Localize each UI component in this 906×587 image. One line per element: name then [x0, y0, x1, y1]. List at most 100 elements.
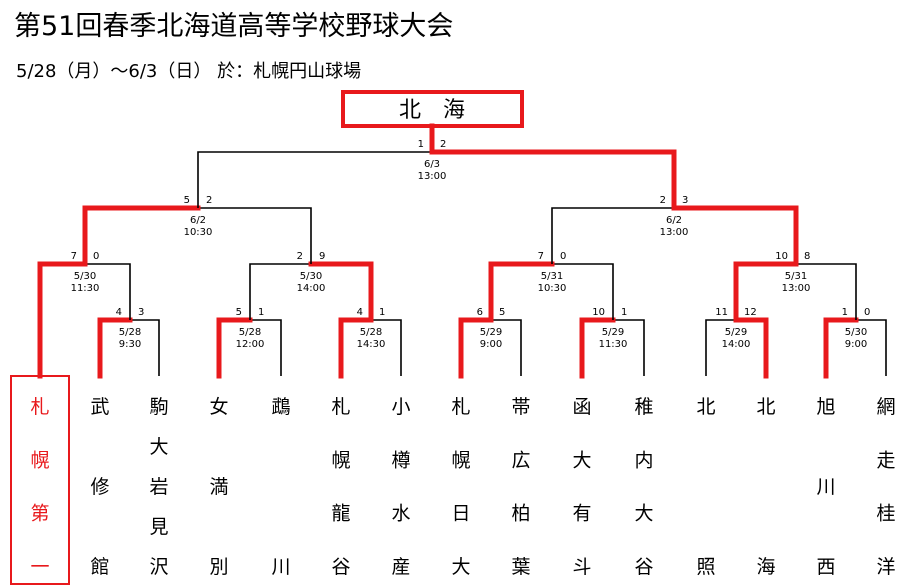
team-name-char: 満	[209, 476, 228, 498]
score-left: 7	[538, 251, 544, 262]
bracket-line-r1f-left	[705, 319, 736, 376]
bracket-line-r1d-left	[458, 317, 494, 379]
match-time: 9:00	[480, 339, 502, 350]
team-name-char: 女	[209, 396, 228, 418]
team-name-char: 内	[634, 449, 653, 471]
score-right: 5	[499, 307, 505, 318]
match-time: 11:30	[599, 339, 628, 350]
team-name-char: 西	[816, 556, 835, 578]
bracket-lines	[37, 123, 887, 379]
match-date: 5/29	[480, 327, 502, 338]
match-time: 9:30	[119, 339, 141, 350]
score-right: 9	[319, 251, 325, 262]
team-name-char: 幌	[451, 449, 470, 471]
match-time: 11:30	[71, 283, 100, 294]
team-name-char: 有	[572, 503, 591, 525]
match-date: 5/28	[239, 327, 261, 338]
team-name-char: 川	[816, 476, 835, 498]
match-date: 5/30	[74, 271, 96, 282]
score-left: 11	[715, 307, 728, 318]
score-left: 2	[660, 195, 666, 206]
score-right: 12	[744, 307, 757, 318]
score-right: 3	[138, 307, 144, 318]
team-name-char: 日	[451, 503, 470, 525]
score-left: 5	[184, 195, 190, 206]
bracket-line-r1f-right	[733, 317, 769, 379]
team-name-char: 鵡	[271, 396, 290, 418]
score-left: 6	[477, 307, 483, 318]
match-time: 14:00	[297, 283, 326, 294]
team-name-char: 斗	[572, 556, 591, 578]
team-names: 札幌第一武修館駒大岩見沢女満別鵡川札幌龍谷小樽水産札幌日大帯広柏葉函大有斗稚内大…	[30, 396, 895, 578]
score-right: 1	[379, 307, 385, 318]
match-date: 5/30	[300, 271, 322, 282]
bracket-line-r2d-left	[733, 261, 799, 323]
bracket-match-info: 5/289:305/2812:005/2814:305/299:005/2911…	[71, 159, 868, 350]
team-name-char: 武	[90, 396, 109, 418]
team-name-char: 海	[756, 556, 775, 578]
schedule-venue: 5/28（月）～6/3（日） 於：札幌円山球場	[16, 61, 362, 82]
bracket-line-r2d-right	[796, 263, 857, 320]
score-left: 4	[357, 307, 363, 318]
team-name-char: 小	[391, 396, 410, 418]
score-left: 5	[236, 307, 242, 318]
team-name-char: 帯	[511, 396, 530, 418]
match-date: 5/29	[725, 327, 747, 338]
team-name-char: 産	[391, 556, 410, 578]
score-right: 0	[560, 251, 566, 262]
bracket-line-final-left	[197, 151, 432, 208]
bracket-line-r2b-right	[308, 261, 374, 323]
bracket-line-r1b-right	[250, 319, 282, 376]
team-name-char: 樽	[391, 449, 410, 471]
match-time: 13:00	[660, 227, 689, 238]
bracket-line-r1e-right	[613, 319, 645, 376]
score-left: 10	[775, 251, 788, 262]
champion-name: 北 海	[399, 98, 465, 123]
match-time: 12:00	[236, 339, 265, 350]
bracket-line-r1g-left	[823, 317, 859, 379]
bracket-line-r2c-left	[488, 261, 555, 323]
bracket-line-r1a-right	[130, 319, 160, 376]
bracket-line-r1a-left	[97, 317, 133, 379]
bracket-line-r1c-right	[371, 319, 402, 376]
match-time: 10:30	[184, 227, 213, 238]
team-name-char: 広	[511, 449, 530, 471]
match-date: 5/28	[119, 327, 141, 338]
team-name-char: 館	[90, 556, 109, 578]
team-name-char: 大	[572, 449, 591, 471]
team-name-char: 谷	[634, 556, 653, 578]
team-name-char: 走	[876, 449, 895, 471]
bracket-line-sfb-right	[671, 205, 799, 267]
score-left: 4	[116, 307, 122, 318]
team-name-char: 川	[271, 556, 290, 578]
bracket-line-sfa-right	[198, 207, 312, 264]
team-name-char: 札	[331, 396, 350, 418]
team-name-char: 見	[149, 516, 168, 538]
team-name-char: 北	[756, 396, 775, 418]
bracket-line-r1c-left	[338, 317, 374, 379]
bracket-line-r2b-left	[249, 263, 311, 320]
team-name-char: 龍	[331, 503, 350, 525]
team-name-char: 一	[30, 556, 49, 578]
team-name-char: 大	[634, 503, 653, 525]
bracket-line-r1b-left	[216, 317, 253, 379]
match-time: 9:00	[845, 339, 867, 350]
team-name-char: 柏	[511, 503, 530, 525]
score-right: 2	[206, 195, 212, 206]
team-name-char: 網	[876, 396, 895, 418]
bracket-line-sfb-left	[551, 207, 674, 264]
bracket-line-r1e-left	[579, 317, 616, 379]
score-left: 1	[842, 307, 848, 318]
match-date: 5/31	[541, 271, 563, 282]
match-date: 6/2	[666, 215, 682, 226]
match-date: 5/30	[845, 327, 867, 338]
team-name-char: 葉	[511, 556, 530, 578]
match-date: 6/2	[190, 215, 206, 226]
team-name-char: 第	[30, 503, 49, 525]
team-name-char: 幌	[30, 449, 49, 471]
match-date: 5/29	[602, 327, 624, 338]
bracket-line-r2a-left	[37, 261, 88, 379]
team-name-char: 稚	[634, 396, 653, 418]
